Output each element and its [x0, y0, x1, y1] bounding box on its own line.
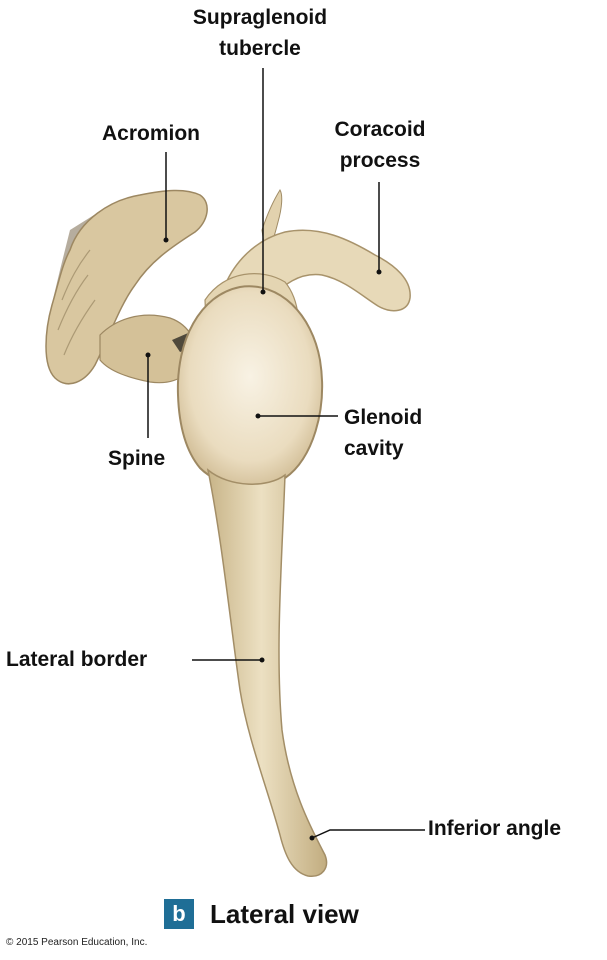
coracoid-line1: Coracoid: [334, 118, 426, 141]
glenoid-cavity: [176, 285, 324, 489]
lateral-border-label: Lateral border: [6, 648, 148, 671]
coracoid-process-label: Coracoid process: [305, 114, 455, 176]
supraglenoid-line2: tubercle: [219, 37, 301, 60]
lateral-border-shaft: [206, 468, 328, 877]
glenoid-cavity-label: Glenoid cavity: [344, 402, 422, 464]
leader-inferior-angle: [311, 829, 425, 839]
dot-glenoid: [255, 413, 261, 419]
supraglenoid-tubercle-label: Supraglenoid tubercle: [170, 2, 350, 64]
glenoid-line2: cavity: [344, 437, 404, 460]
inferior-angle-label: Inferior angle: [428, 817, 562, 840]
acromion-texture: [57, 249, 96, 356]
dot-spine: [145, 352, 151, 358]
coracoid-line2: process: [339, 149, 421, 172]
dot-coracoid: [376, 269, 382, 275]
copyright-text: © 2015 Pearson Education, Inc.: [6, 937, 148, 948]
spine-label: Spine: [108, 447, 166, 470]
dot-supraglenoid: [260, 289, 266, 295]
dot-acromion: [163, 237, 169, 243]
supraglenoid-line1: Supraglenoid: [192, 6, 328, 29]
dot-lateral-border: [259, 657, 265, 663]
panel-badge: b: [164, 899, 194, 929]
caption-title: Lateral view: [210, 898, 359, 929]
glenoid-line1: Glenoid: [344, 406, 423, 429]
figure-caption: b Lateral view: [164, 898, 359, 930]
acromion-label: Acromion: [102, 122, 201, 145]
dot-inferior-angle: [309, 835, 315, 841]
